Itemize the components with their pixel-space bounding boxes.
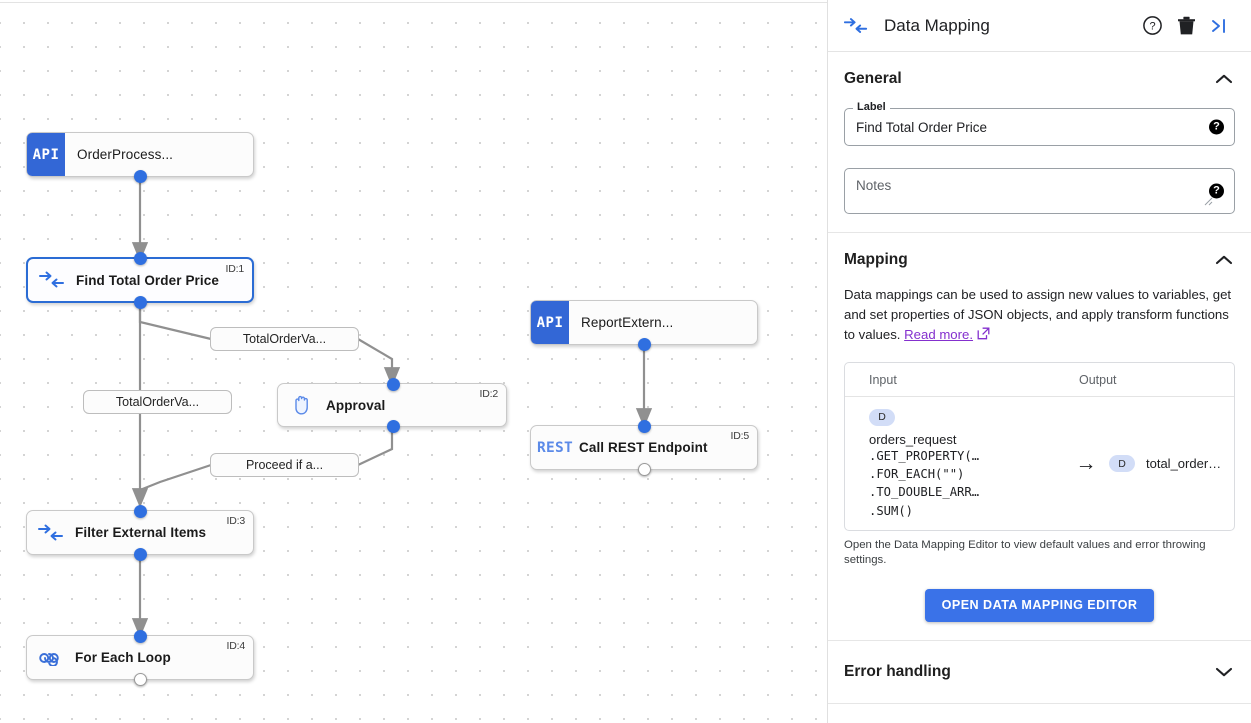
node-id-label: ID:5: [730, 430, 750, 442]
node-title: For Each Loop: [75, 650, 171, 665]
node-input-port[interactable]: [134, 251, 147, 265]
input-chain-line-3: .TO_DOUBLE_ARR…: [869, 485, 980, 500]
node-input-port[interactable]: [134, 629, 147, 643]
collapse-panel-icon[interactable]: [1203, 9, 1237, 43]
svg-text:?: ?: [1149, 21, 1155, 33]
mapping-input-cell: D orders_request .GET_PROPERTY(… .FOR_EA…: [845, 407, 1063, 520]
mapping-output-cell: D total_order…: [1109, 455, 1222, 473]
node-output-port[interactable]: [638, 462, 651, 476]
node-orderprocess[interactable]: API OrderProcess...: [26, 132, 254, 183]
node-title: ReportExtern...: [581, 315, 674, 330]
data-mapping-icon: [27, 524, 75, 542]
node-approval[interactable]: Approval ID:2: [277, 377, 507, 433]
input-chain-line-1: .GET_PROPERTY(…: [869, 448, 980, 463]
node-output-port[interactable]: [134, 672, 147, 686]
node-id-label: ID:2: [479, 388, 499, 400]
output-variable-name: total_order…: [1146, 456, 1222, 472]
properties-panel: Data Mapping ?: [828, 0, 1251, 723]
node-reportextern[interactable]: API ReportExtern...: [530, 300, 758, 351]
mapping-description-text: Data mappings can be used to assign new …: [844, 287, 1232, 343]
node-input-port[interactable]: [638, 419, 651, 433]
mapping-table-header: Input Output: [845, 363, 1234, 398]
workflow-canvas[interactable]: API OrderProcess... Find Total Order Pri…: [0, 0, 828, 723]
data-mapping-icon: [28, 271, 76, 289]
notes-field-wrapper: Notes ?: [844, 168, 1235, 214]
read-more-link[interactable]: Read more.: [904, 327, 974, 343]
output-type-badge: D: [1109, 455, 1135, 473]
node-output-port[interactable]: [638, 337, 651, 351]
node-for-each-loop[interactable]: For Each Loop ID:4: [26, 629, 254, 686]
open-data-mapping-editor-button[interactable]: OPEN DATA MAPPING EDITOR: [924, 588, 1155, 622]
node-title: Approval: [326, 397, 386, 413]
data-mapping-icon: [844, 17, 870, 35]
mapping-arrow-icon: →: [1075, 451, 1097, 475]
node-id-label: ID:3: [226, 515, 246, 527]
help-circle-icon[interactable]: ?: [1135, 9, 1169, 43]
trash-icon[interactable]: [1169, 9, 1203, 43]
label-field[interactable]: Find Total Order Price: [844, 108, 1235, 146]
node-title: Find Total Order Price: [76, 272, 219, 288]
node-id-label: ID:1: [225, 263, 245, 275]
input-variable-name: orders_request: [869, 431, 957, 447]
node-id-label: ID:4: [226, 640, 246, 652]
node-output-port[interactable]: [134, 169, 147, 183]
mapping-description: Data mappings can be used to assign new …: [844, 285, 1235, 346]
chevron-up-icon[interactable]: [1213, 68, 1235, 90]
node-call-rest-endpoint[interactable]: REST Call REST Endpoint ID:5: [530, 419, 758, 476]
chevron-down-icon[interactable]: [1213, 661, 1235, 683]
node-title: Call REST Endpoint: [579, 440, 708, 455]
section-title: General: [844, 70, 902, 87]
edge-label-proceed-if[interactable]: Proceed if a...: [210, 453, 359, 477]
mapping-table: Input Output D orders_request .GET_PROPE…: [844, 362, 1235, 531]
page-title: Data Mapping: [884, 15, 990, 35]
section-mapping-header[interactable]: Mapping: [844, 249, 1235, 271]
section-general: General Label Find Total Order Price ?: [828, 52, 1251, 233]
api-badge-icon: API: [27, 133, 65, 176]
label-field-wrapper: Label Find Total Order Price ?: [844, 101, 1235, 146]
node-input-port[interactable]: [134, 504, 147, 518]
column-header-output: Output: [1079, 372, 1117, 387]
section-error-handling-header[interactable]: Error handling: [844, 661, 1235, 683]
node-output-port[interactable]: [134, 295, 147, 309]
label-help-icon[interactable]: ?: [1209, 119, 1224, 135]
hand-icon: [278, 394, 326, 416]
rest-badge-icon: REST: [536, 439, 574, 456]
node-output-port[interactable]: [387, 419, 400, 433]
loop-icon: [27, 650, 75, 666]
edge-layer: [131, 178, 653, 638]
input-chain-line-2: .FOR_EACH(""): [869, 466, 965, 481]
section-general-header[interactable]: General: [844, 68, 1235, 90]
node-title: Filter External Items: [75, 525, 207, 540]
edge-label-totalordervalue-1[interactable]: TotalOrderVa...: [210, 327, 359, 351]
node-filter-external-items[interactable]: Filter External Items ID:3: [26, 504, 254, 561]
node-title: OrderProcess...: [77, 147, 174, 162]
table-row[interactable]: D orders_request .GET_PROPERTY(… .FOR_EA…: [845, 397, 1234, 530]
section-mapping: Mapping Data mappings can be used to ass…: [828, 233, 1251, 641]
panel-body[interactable]: General Label Find Total Order Price ?: [828, 52, 1251, 723]
notes-field[interactable]: Notes: [844, 168, 1235, 214]
node-input-port[interactable]: [387, 377, 400, 391]
notes-help-icon[interactable]: ?: [1209, 183, 1224, 199]
edge-label-totalordervalue-2[interactable]: TotalOrderVa...: [83, 390, 232, 414]
label-field-legend: Label: [853, 101, 890, 113]
external-link-icon[interactable]: [977, 326, 990, 346]
input-type-badge: D: [869, 408, 895, 426]
api-badge-icon: API: [531, 301, 569, 344]
node-output-port[interactable]: [134, 547, 147, 561]
section-error-handling: Error handling: [828, 641, 1251, 704]
section-title: Error handling: [844, 662, 951, 680]
chevron-up-icon[interactable]: [1213, 249, 1235, 271]
input-chain-line-4: .SUM(): [869, 503, 914, 518]
canvas-top-divider: [0, 2, 827, 3]
panel-header: Data Mapping ?: [828, 0, 1251, 52]
mapping-note: Open the Data Mapping Editor to view def…: [844, 538, 1206, 567]
node-find-total-order-price[interactable]: Find Total Order Price ID:1: [26, 251, 254, 309]
mapping-button-row: OPEN DATA MAPPING EDITOR: [844, 588, 1235, 622]
section-title: Mapping: [844, 251, 908, 268]
resize-grip-icon[interactable]: [1203, 193, 1213, 211]
column-header-input: Input: [869, 372, 897, 387]
